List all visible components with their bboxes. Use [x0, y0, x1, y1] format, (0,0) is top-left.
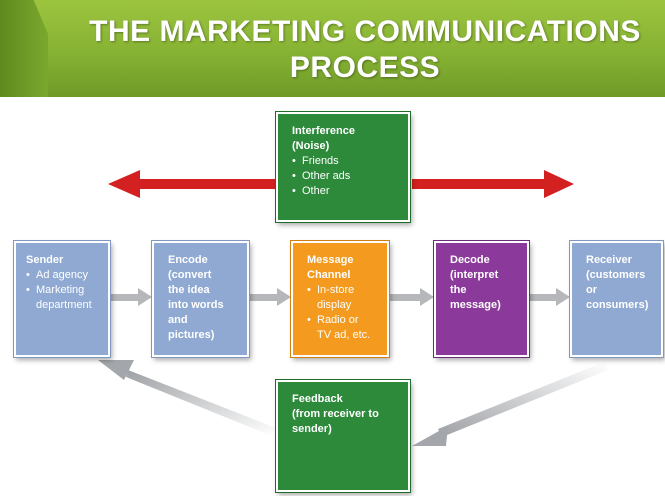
encode-box: Encode (convert the idea into words and … — [151, 240, 250, 358]
flow-arrow-decode-receiver — [529, 288, 570, 306]
page-title: THE MARKETING COMMUNICATIONS PROCESS — [89, 15, 641, 84]
feedback-heading: Feedback (from receiver to sender) — [292, 393, 379, 435]
interference-box: Interference (Noise) Friends Other ads O… — [275, 111, 411, 223]
decode-box: Decode (interpret the message) — [433, 240, 530, 358]
interference-item-other: Other — [292, 184, 400, 199]
sender-heading: Sender — [26, 254, 64, 266]
interference-item-other-ads: Other ads — [292, 169, 400, 184]
channel-item-radio-tv-ad: Radio or TV ad, etc. — [307, 313, 379, 343]
decode-heading: Decode (interpret the message) — [450, 254, 501, 311]
interference-list: Friends Other ads Other — [292, 154, 400, 199]
feedback-arrow-from-receiver — [412, 362, 608, 446]
receiver-heading: Receiver (customers or consumers) — [586, 254, 649, 311]
channel-item-in-store-display: In-store display — [307, 283, 379, 313]
title-banner: THE MARKETING COMMUNICATIONS PROCESS — [0, 0, 665, 97]
encode-heading: Encode (convert the idea into words and … — [168, 254, 224, 341]
sender-list: Ad agency Marketing department — [26, 268, 100, 313]
message-channel-list: In-store display Radio or TV ad, etc. — [307, 283, 379, 343]
noise-arrow-left — [108, 170, 275, 198]
sender-item-marketing-department: Marketing department — [26, 283, 100, 313]
noise-arrow-right — [412, 170, 574, 198]
message-channel-heading: Message Channel — [307, 254, 354, 281]
interference-item-friends: Friends — [292, 154, 400, 169]
sender-item-ad-agency: Ad agency — [26, 268, 100, 283]
sender-box: Sender Ad agency Marketing department — [13, 240, 111, 358]
flow-arrow-channel-decode — [389, 288, 434, 306]
banner-tab-decoration — [0, 0, 48, 97]
interference-heading: Interference (Noise) — [292, 125, 355, 152]
flow-arrow-encode-channel — [249, 288, 291, 306]
receiver-box: Receiver (customers or consumers) — [569, 240, 664, 358]
message-channel-box: Message Channel In-store display Radio o… — [290, 240, 390, 358]
feedback-box: Feedback (from receiver to sender) — [275, 379, 411, 493]
feedback-arrow-to-sender — [98, 360, 276, 436]
flow-arrow-sender-encode — [110, 288, 152, 306]
